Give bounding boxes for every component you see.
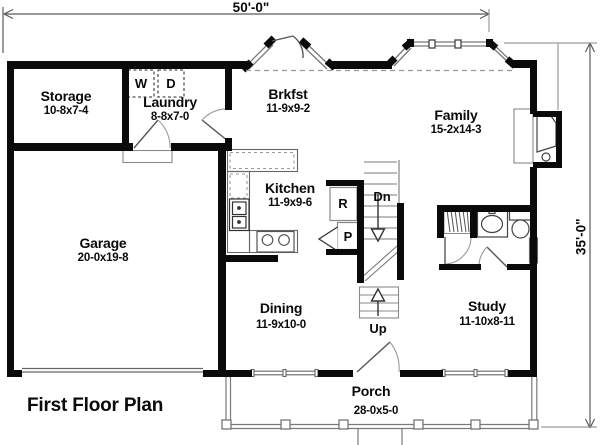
dimension-lines (2, 7, 597, 429)
kitchen-range (256, 230, 295, 253)
dryer-label: D (166, 76, 176, 91)
garage-step (122, 149, 173, 164)
toilet (508, 209, 533, 239)
closet-door (444, 236, 472, 265)
fireplace (513, 108, 557, 164)
washer-label: W (134, 76, 148, 91)
plan-title: First Floor Plan (27, 395, 164, 416)
stairs-down (360, 160, 401, 282)
room-dims-storage: 10-8x7-4 (43, 105, 89, 117)
room-dims-family: 15-2x14-3 (430, 124, 482, 136)
room-label-garage: Garage (79, 235, 127, 251)
room-dims-dining: 11-9x10-0 (256, 319, 306, 331)
room-dims-laundry: 8-8x7-0 (150, 111, 190, 123)
dimension-depth-label: 35'-0" (573, 218, 589, 256)
doors (133, 108, 508, 373)
kitchen-sink (228, 198, 250, 232)
refrigerator-label: R (338, 196, 348, 211)
porch-outline (225, 377, 538, 445)
room-label-study: Study (468, 298, 506, 314)
pantry-label: P (343, 229, 353, 244)
dimension-width-label: 50'-0" (232, 0, 270, 15)
brkfst-bay-door (271, 35, 304, 59)
garage-door (22, 367, 203, 373)
front-windows (250, 368, 509, 378)
room-label-storage: Storage (40, 88, 92, 104)
room-dims-porch: 28-0x5-0 (353, 405, 399, 417)
front-door (356, 341, 400, 373)
stairs-down-arrow (370, 194, 386, 243)
room-dims-brkfst: 11-9x9-2 (266, 103, 310, 115)
washer-dryer-boxes (127, 69, 185, 98)
porch-posts (221, 419, 539, 430)
stairs-down-label: Dn (373, 189, 391, 204)
room-label-laundry: Laundry (143, 94, 197, 110)
room-label-family: Family (434, 107, 478, 123)
walls (7, 60, 562, 377)
stairs-up-arrow (370, 287, 386, 316)
garage-laundry-door (133, 119, 171, 149)
room-dims-study: 11-10x8-11 (459, 316, 515, 328)
room-dims-garage: 20-0x19-8 (77, 252, 129, 264)
room-label-kitchen: Kitchen (265, 180, 315, 196)
stairs-up-label: Up (369, 321, 387, 336)
room-label-porch: Porch (351, 383, 391, 399)
room-label-brkfst: Brkfst (268, 86, 308, 102)
room-dims-kitchen: 11-9x9-6 (268, 197, 312, 209)
room-label-dining: Dining (259, 300, 303, 316)
laundry-brkfst-door (201, 108, 229, 142)
powder-room-door (478, 246, 508, 268)
bathroom-sink (476, 207, 509, 238)
closet-rod-hatch (443, 208, 472, 234)
